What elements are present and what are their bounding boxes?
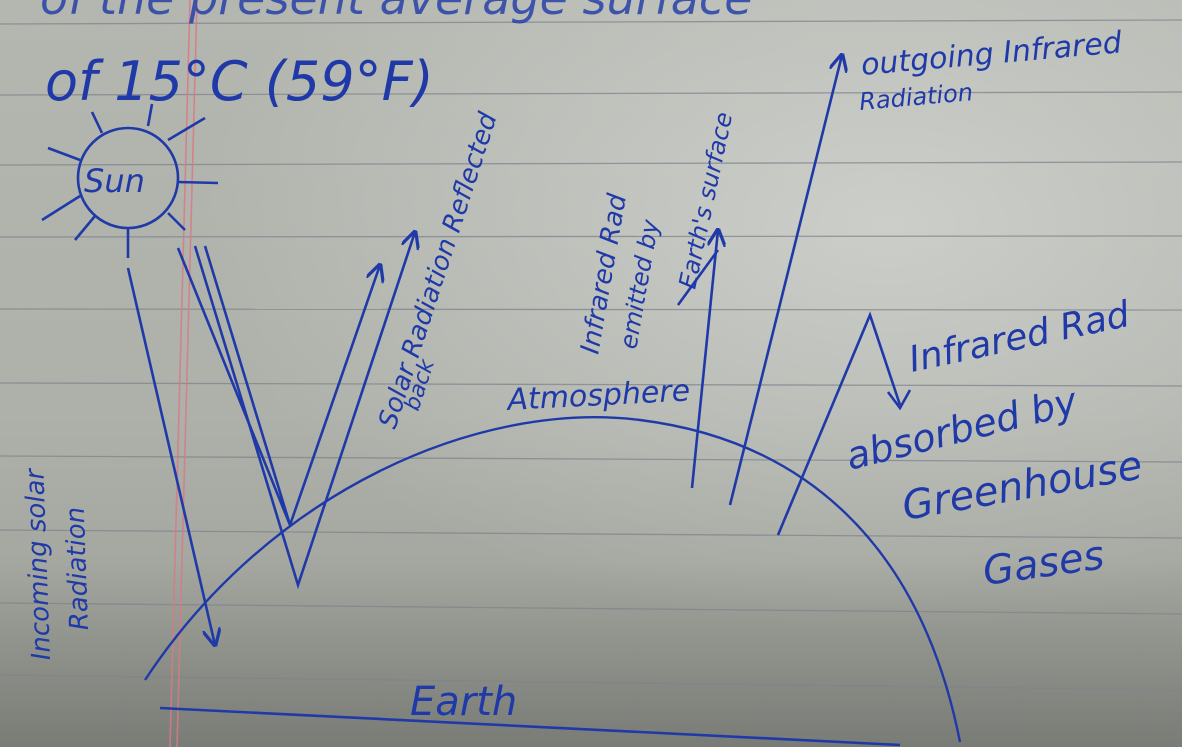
earth-surface-line (159, 706, 901, 747)
infrared-arrows (676, 55, 912, 536)
outgoing-label-line2: Radiation (858, 78, 974, 116)
outgoing-label-line1: outgoing Infrared (860, 25, 1124, 83)
atmosphere-arc (143, 416, 962, 743)
ruled-lines (0, 19, 1182, 691)
incoming-label-line2: Radiation (61, 506, 95, 630)
incoming-radiation-arrows (126, 232, 415, 645)
sun-label: Sun (84, 162, 145, 200)
absorbed-label-line1: Infrared Rad (905, 294, 1134, 381)
page-shadow (0, 560, 1182, 747)
emitted-label-line3: Earth's surface (673, 110, 738, 292)
header-line-top: of the present average surface (40, 0, 753, 25)
absorbed-label-line4: Gases (980, 532, 1107, 595)
earth-label: Earth (410, 679, 517, 725)
incoming-label-line1: Incoming solar (20, 466, 57, 661)
header-line-temp: of 15°C (59°F) (45, 50, 434, 113)
atmosphere-label: Atmosphere (505, 373, 691, 418)
sun-icon (41, 103, 219, 258)
